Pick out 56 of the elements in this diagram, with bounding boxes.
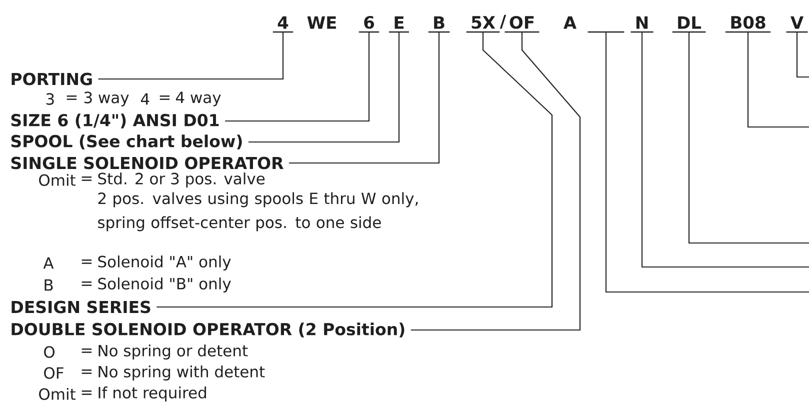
leader-line: [289, 32, 440, 164]
heading-text: DESIGN SERIES: [12, 300, 150, 314]
option-text: =: [66, 95, 77, 100]
code-letter: B08: [726, 16, 770, 33]
code-letter: 4: [272, 16, 294, 33]
option-text: Solenoid "B" only: [98, 278, 231, 292]
code-letter: 6: [358, 16, 380, 33]
option-text: =: [82, 176, 92, 181]
heading-text: PORTING: [12, 72, 92, 86]
heading-text: SIZE 6 (1/4") ANSI D01: [11, 114, 219, 128]
option-text: Omit: [39, 174, 76, 186]
leader-line: [747, 32, 809, 128]
code-letter: 5X: [466, 16, 500, 33]
heading-text: SINGLE SOLENOID OPERATOR: [11, 156, 284, 170]
option-text: 3: [46, 93, 54, 105]
leader-line: [248, 32, 400, 143]
heading-text: SPOOL (See chart below): [11, 134, 242, 150]
code-letter: B: [428, 16, 450, 33]
option-text: No spring with detent: [98, 366, 265, 380]
code-letter: /: [500, 14, 506, 29]
option-text: O: [44, 346, 55, 358]
leader-line: [641, 32, 809, 268]
code-letter: A: [564, 16, 576, 29]
option-text: OF: [44, 367, 64, 379]
code-letter: WE: [307, 16, 336, 29]
leader-line: [225, 32, 370, 122]
option-text: If not required: [98, 386, 206, 402]
leader-line: [796, 32, 809, 78]
option-text: =: [82, 281, 92, 286]
option-text: Omit: [39, 388, 76, 400]
code-letter: E: [389, 16, 409, 33]
leader-line: [98, 32, 284, 80]
option-text: Solenoid "A" only: [98, 256, 231, 270]
leader-line: [688, 32, 809, 244]
leader-line: [156, 32, 553, 308]
option-text: =: [82, 259, 92, 264]
option-text: =: [160, 95, 170, 100]
note-text: 2 pos. valves using spools E thru W only, spring offset-center pos. to one side: [98, 192, 418, 232]
option-text: =: [82, 369, 92, 374]
option-text: 4: [140, 93, 150, 105]
leader-line: [605, 32, 809, 293]
option-text: 3 way: [84, 92, 129, 106]
option-text: Std. 2 or 3 pos. valve: [98, 172, 265, 188]
code-letter: N: [630, 16, 654, 33]
option-text: =: [82, 390, 92, 395]
leader-line: [410, 32, 581, 331]
option-text: =: [82, 348, 92, 353]
option-text: A: [43, 257, 54, 269]
code-letter: V: [786, 16, 808, 33]
blank-underline: [588, 31, 624, 33]
option-text: No spring or detent: [98, 344, 248, 360]
heading-text: DOUBLE SOLENOID OPERATOR (2 Position): [12, 322, 404, 338]
option-text: 4 way: [176, 92, 221, 106]
code-letter: OF: [504, 16, 540, 33]
option-text: B: [44, 279, 53, 291]
code-letter: DL: [672, 16, 706, 33]
